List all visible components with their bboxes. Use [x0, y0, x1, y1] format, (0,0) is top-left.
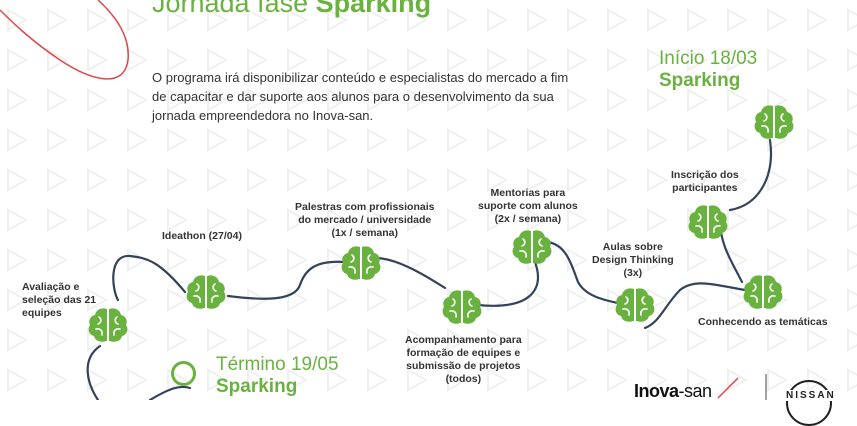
brain-icon	[441, 287, 483, 327]
timeline-path	[0, 0, 773, 400]
logo-divider	[717, 374, 767, 400]
start-phase: Sparking	[659, 70, 741, 91]
circle-icon	[171, 361, 196, 386]
step-label: Conhecendo as temáticas	[698, 316, 828, 328]
page-title: Jornada fase Sparking	[152, 0, 432, 18]
background-pattern	[0, 0, 857, 400]
brain-icon	[511, 227, 553, 267]
brain-icon	[614, 285, 656, 325]
brain-icon	[687, 202, 729, 242]
step-label: Ideathon (27/04)	[162, 230, 242, 242]
nissan-logo: NISSAN	[780, 376, 840, 426]
brain-icon	[742, 272, 784, 312]
end-phase: Sparking	[216, 376, 298, 397]
decor-red-curve	[0, 0, 129, 80]
brain-icon	[340, 243, 382, 283]
end-highlight: Término 19/05 Sparking	[216, 354, 339, 398]
end-date: Término 19/05	[216, 354, 339, 375]
start-date: Início 18/03	[659, 48, 758, 69]
intro-text: O programa irá disponibilizar conteúdo e…	[152, 70, 569, 123]
start-highlight: Início 18/03 Sparking	[659, 48, 757, 92]
inova-san-logo: Inova-san	[634, 381, 712, 401]
brain-icon	[185, 272, 227, 312]
brain-icon	[753, 102, 795, 142]
